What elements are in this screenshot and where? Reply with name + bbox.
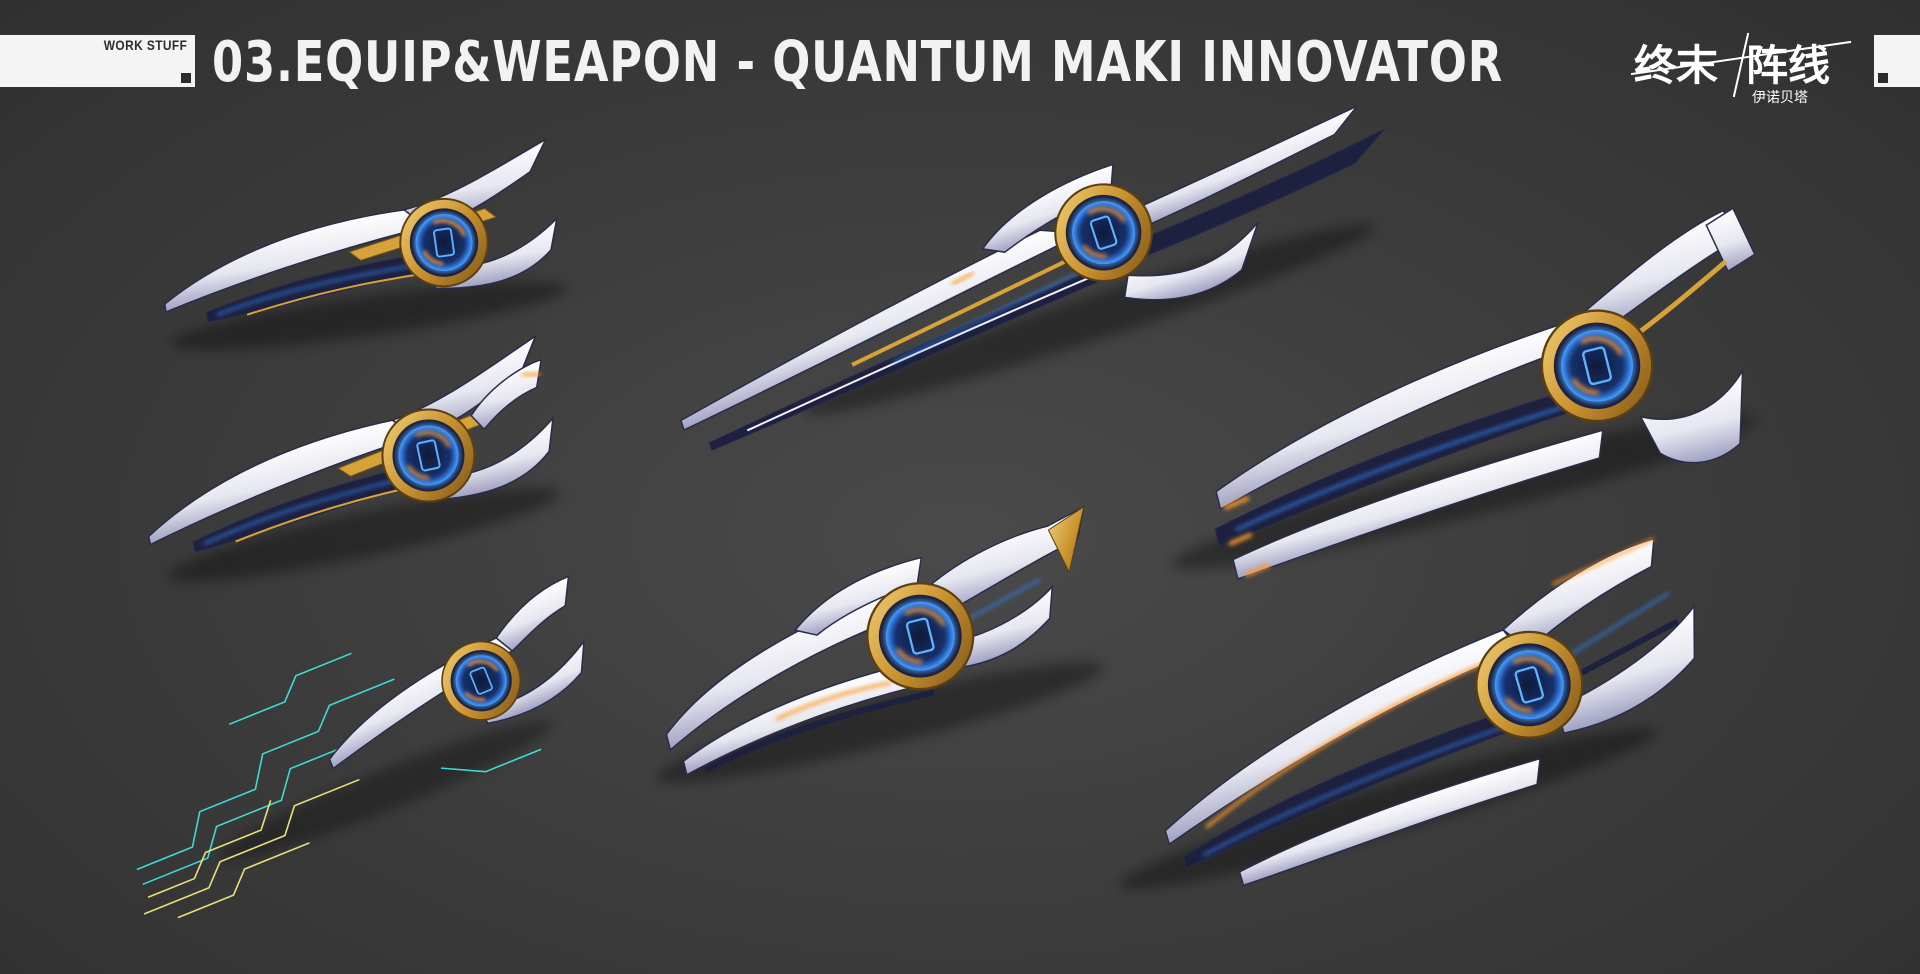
tag-dot [181, 73, 191, 83]
weapon-2 [680, 105, 1386, 452]
right-tag-dot [1878, 73, 1888, 83]
logo-text-left: 终末 [1634, 41, 1718, 90]
weapon-3 [1172, 207, 1756, 580]
weapon-5 [656, 505, 1104, 783]
work-stuff-tag: WORK STUFF [0, 35, 195, 87]
logo-subtitle: 伊诺贝塔 [1752, 90, 1808, 106]
logo-text-right: 阵线 [1746, 41, 1830, 90]
page-title: 03.EQUIP&WEAPON - QUANTUM MAKI INNOVATOR [212, 30, 1503, 95]
weapon-1 [150, 139, 567, 350]
weapon-6 [136, 575, 585, 919]
weapon-7 [1118, 537, 1696, 890]
right-tag [1874, 35, 1920, 87]
game-logo: 终末 阵线 伊诺贝塔 [1628, 28, 1858, 108]
weapon-4 [125, 336, 574, 582]
work-stuff-label: WORK STUFF [103, 37, 187, 53]
